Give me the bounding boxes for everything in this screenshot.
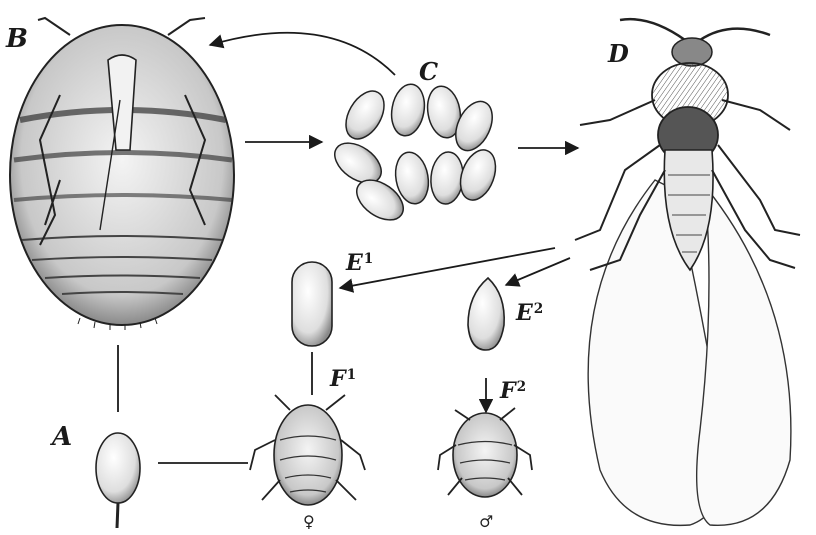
egg-cluster-c bbox=[328, 82, 502, 228]
egg-e2 bbox=[468, 278, 504, 350]
label-a: A bbox=[52, 424, 72, 450]
label-e2: E2 bbox=[516, 302, 543, 324]
label-b: B bbox=[6, 26, 28, 52]
arrow-c-to-b bbox=[210, 33, 395, 75]
egg-e1 bbox=[292, 262, 332, 346]
arrow-d-to-e2 bbox=[506, 258, 570, 285]
label-c: C bbox=[419, 60, 438, 84]
label-f2: F2 bbox=[500, 380, 526, 402]
male-symbol: ♂ bbox=[479, 514, 493, 530]
female-adult-b bbox=[10, 18, 234, 330]
winged-adult-d bbox=[575, 19, 800, 525]
label-f1: F1 bbox=[330, 368, 356, 390]
label-d: D bbox=[608, 42, 629, 66]
label-e1: E1 bbox=[346, 252, 373, 274]
female-nymph-f1 bbox=[250, 395, 365, 505]
stalked-egg-a bbox=[96, 433, 140, 528]
female-symbol: ♀ bbox=[303, 514, 315, 530]
male-nymph-f2 bbox=[438, 408, 532, 497]
